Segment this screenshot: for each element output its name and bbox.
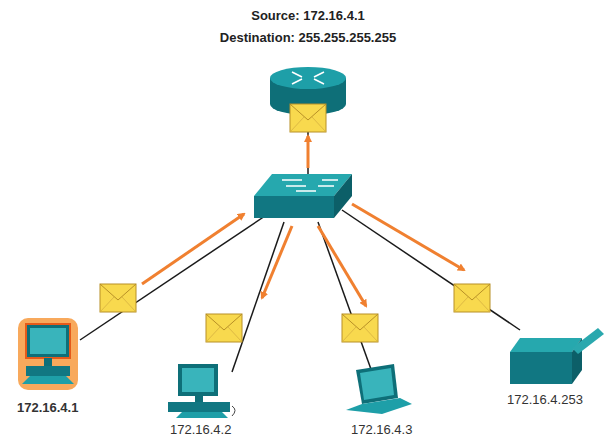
field-value: 255.255.255.255 bbox=[299, 30, 397, 45]
desktop-pc-icon bbox=[168, 364, 235, 418]
network-wires bbox=[80, 120, 520, 372]
ip-address: 172.16.4.2 bbox=[170, 422, 231, 437]
device-label-box: 172.16.4.1 bbox=[17, 400, 78, 415]
device-label-box: 172.16.4.2 bbox=[170, 422, 231, 437]
ip-address: 172.16.4.1 bbox=[17, 400, 78, 415]
switch-icon bbox=[254, 174, 352, 218]
envelope-icons bbox=[100, 284, 490, 342]
header-line: Destination: 255.255.255.255 bbox=[0, 30, 616, 45]
header-line: Source: 172.16.4.1 bbox=[0, 8, 616, 23]
field-name: Destination: bbox=[220, 30, 295, 45]
field-name: Source: bbox=[251, 8, 299, 23]
device-label-box: 172.16.4.253 bbox=[507, 392, 583, 407]
broadcast-arrows bbox=[142, 136, 464, 306]
laptop-icon bbox=[346, 364, 412, 414]
printer-icon bbox=[510, 328, 604, 384]
source-pc-icon bbox=[18, 318, 78, 390]
ip-address: 172.16.4.253 bbox=[507, 392, 583, 407]
device-label-box: 172.16.4.3 bbox=[351, 422, 412, 437]
field-value: 172.16.4.1 bbox=[303, 8, 364, 23]
router-icon bbox=[270, 67, 346, 132]
ip-address: 172.16.4.3 bbox=[351, 422, 412, 437]
